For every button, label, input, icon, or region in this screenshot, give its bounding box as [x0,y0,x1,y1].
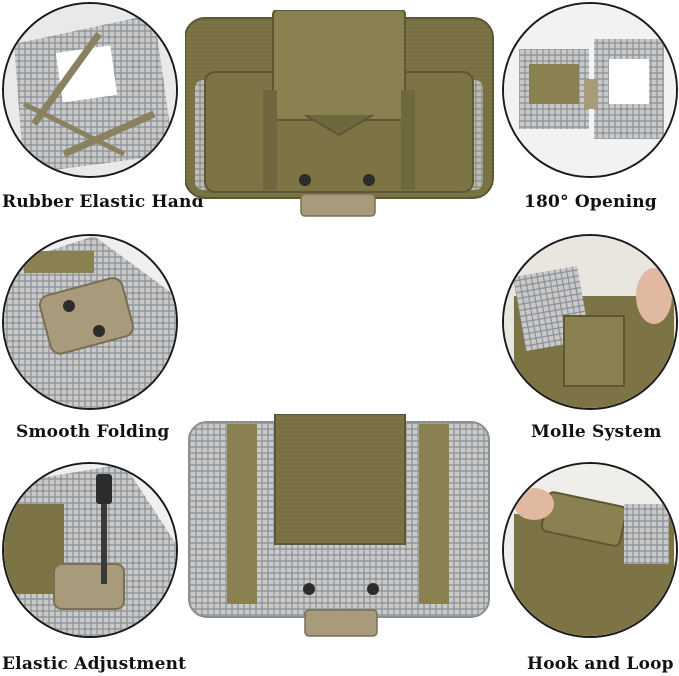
elastic-adjustment-label: Elastic Adjustment [2,654,187,674]
molle-system-label: Molle System [531,422,662,442]
hook-and-loop-detail-image [502,462,678,638]
molle-system-detail-image [502,234,678,410]
hook-and-loop-label: Hook and Loop [527,654,674,674]
rubber-elastic-hand-label: Rubber Elastic Hand [2,192,204,212]
pouch-back-product-image [187,414,493,646]
smooth-folding-detail-image [2,234,178,410]
elastic-adjustment-detail-image [2,462,178,638]
rubber-elastic-hand-detail-image [2,2,178,178]
smooth-folding-label: Smooth Folding [16,422,170,442]
opening-180-label: 180° Opening [524,192,657,212]
folded-pouch-product-image [185,10,495,220]
opening-180-detail-image [502,2,678,178]
